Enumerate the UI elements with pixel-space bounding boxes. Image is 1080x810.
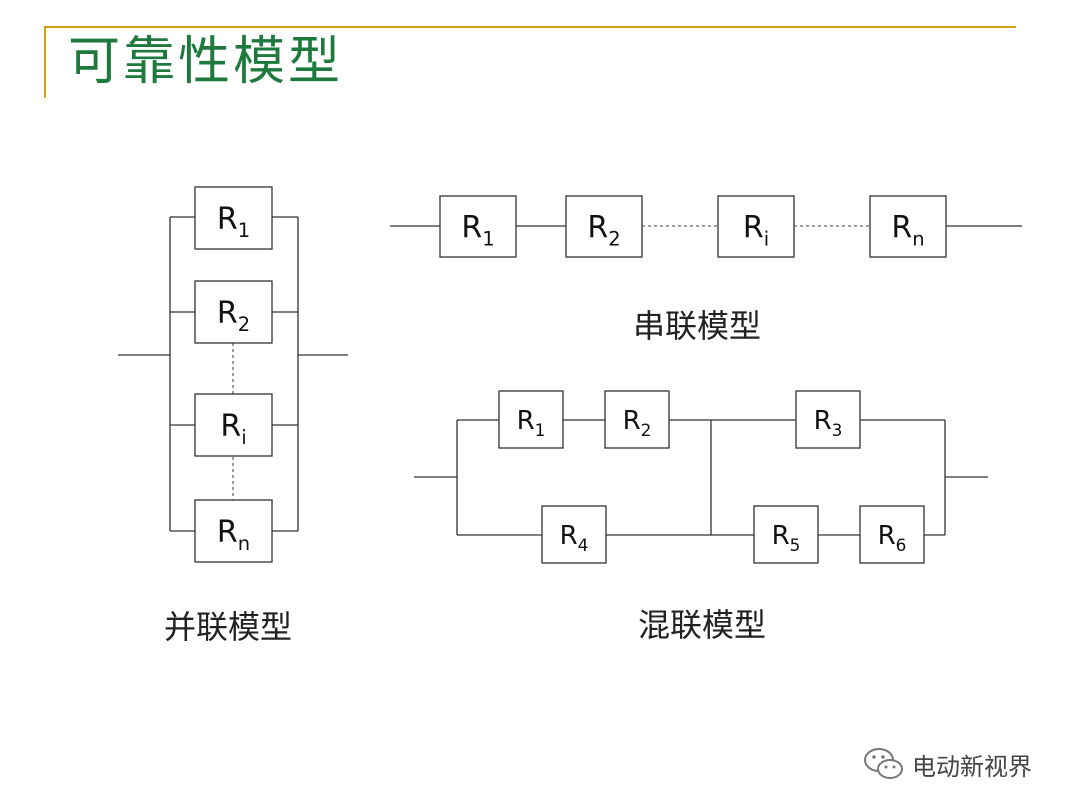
parallel-caption: 并联模型 bbox=[164, 608, 293, 646]
watermark-text: 电动新视界 bbox=[912, 752, 1032, 781]
series-block-label-4: Rn bbox=[891, 210, 924, 250]
mixed-model bbox=[414, 419, 988, 536]
title-top-rule bbox=[44, 26, 1016, 28]
mixed-block-1 bbox=[498, 390, 564, 449]
mixed-block-label-2: R2 bbox=[623, 406, 652, 440]
mixed-block-6 bbox=[859, 505, 925, 564]
series-block-label-3: Ri bbox=[743, 210, 769, 250]
mixed-block-2 bbox=[604, 390, 670, 449]
series-block-3 bbox=[717, 195, 795, 258]
parallel-block-3 bbox=[194, 393, 273, 457]
slide-title: 可靠性模型 bbox=[68, 32, 344, 92]
mixed-block-5 bbox=[753, 505, 819, 564]
mixed-block-3 bbox=[795, 390, 861, 449]
mixed-block-label-1: R1 bbox=[517, 406, 546, 440]
watermark: 电动新视界 bbox=[862, 744, 1032, 784]
series-block-1 bbox=[439, 195, 517, 258]
mixed-block-4 bbox=[541, 505, 607, 564]
mixed-block-label-4: R4 bbox=[560, 521, 589, 555]
mixed-block-label-3: R3 bbox=[814, 406, 843, 440]
mixed-block-label-6: R6 bbox=[878, 521, 907, 555]
mixed-caption: 混联模型 bbox=[638, 606, 767, 644]
wechat-icon bbox=[864, 748, 903, 779]
series-block-label-2: R2 bbox=[587, 210, 620, 250]
parallel-model bbox=[118, 216, 348, 532]
series-block-label-1: R1 bbox=[461, 210, 494, 250]
parallel-block-label-4: Rn bbox=[217, 515, 250, 555]
parallel-block-2 bbox=[194, 280, 273, 344]
parallel-block-label-2: R2 bbox=[217, 296, 250, 336]
parallel-block-4 bbox=[194, 499, 273, 563]
series-block-2 bbox=[565, 195, 643, 258]
title-left-rule bbox=[44, 26, 46, 98]
parallel-block-label-1: R1 bbox=[217, 202, 250, 242]
series-caption: 串联模型 bbox=[633, 307, 762, 345]
parallel-block-label-3: Ri bbox=[220, 409, 246, 449]
parallel-block-1 bbox=[194, 186, 273, 250]
series-block-4 bbox=[869, 195, 947, 258]
mixed-block-label-5: R5 bbox=[772, 521, 801, 555]
